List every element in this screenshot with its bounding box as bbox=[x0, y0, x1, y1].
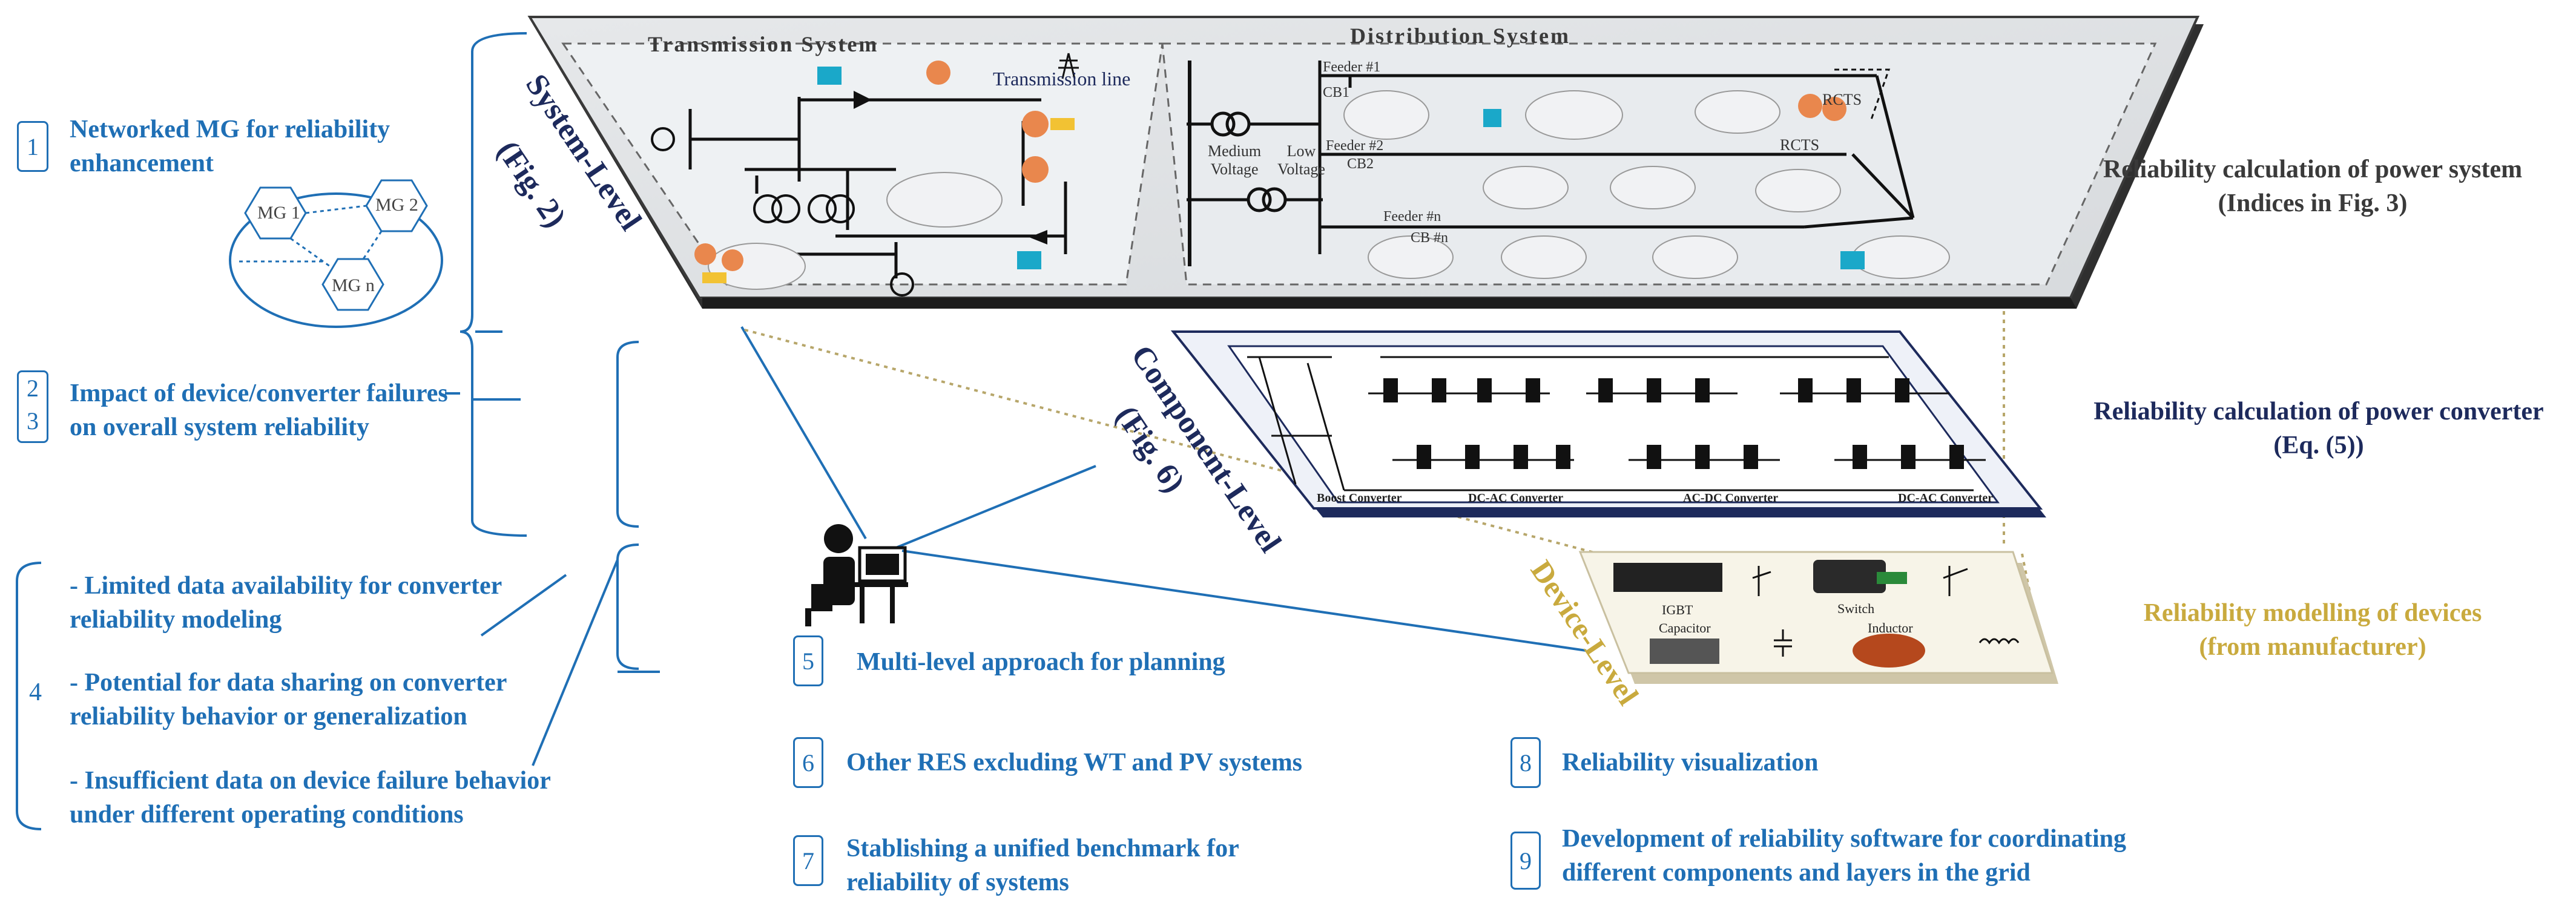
dcac-converter-label-1: DC-AC Converter bbox=[1468, 491, 1564, 505]
cbn-label: CB #n bbox=[1411, 230, 1449, 246]
number-4: 4 bbox=[29, 678, 42, 706]
number-box-8: 8 bbox=[1510, 737, 1541, 788]
feeder-2-label: Feeder #2 bbox=[1326, 138, 1384, 154]
item4-bullet-3: - Insufficient data on device failure be… bbox=[70, 767, 551, 829]
item9-text: Development of reliability software for … bbox=[1562, 825, 2127, 887]
mgn-label: MG n bbox=[332, 275, 375, 295]
transmission-network bbox=[688, 97, 1067, 278]
transmission-system-title: Transmission System bbox=[648, 32, 879, 56]
system-reliability-label: Reliability calculation of power system(… bbox=[2103, 156, 2523, 217]
component-reliability-label: Reliability calculation of power convert… bbox=[2093, 398, 2544, 459]
cb1-label: CB1 bbox=[1323, 85, 1350, 100]
number-box-5: 5 bbox=[793, 635, 823, 686]
generator-icon bbox=[651, 127, 675, 151]
capacitor-image bbox=[1650, 638, 1719, 664]
capacitor-label: Capacitor bbox=[1659, 620, 1711, 635]
tower-icon bbox=[1058, 53, 1079, 79]
igbt-label: IGBT bbox=[1662, 602, 1693, 617]
feeder-1-label: Feeder #1 bbox=[1323, 59, 1381, 75]
bracket-item4 bbox=[16, 562, 42, 830]
transmission-line-label: Transmission line bbox=[993, 68, 1131, 90]
mg2-label: MG 2 bbox=[375, 195, 418, 215]
number-box-1: 1 bbox=[17, 121, 48, 172]
igbt-image bbox=[1613, 563, 1722, 592]
distribution-system-title: Distribution System bbox=[1350, 24, 1571, 48]
number-box-9: 9 bbox=[1510, 832, 1541, 890]
left-brackets bbox=[16, 32, 660, 830]
switch-image bbox=[1813, 560, 1886, 593]
microgrid-clouds bbox=[694, 61, 1950, 290]
system-level-panel bbox=[527, 16, 2204, 309]
cb2-label: CB2 bbox=[1347, 156, 1374, 172]
mg-inset bbox=[229, 179, 443, 328]
engineer-icon bbox=[805, 524, 908, 626]
device-level-panel bbox=[1578, 551, 2058, 684]
dcac-converter-label-2: DC-AC Converter bbox=[1898, 491, 1994, 505]
feeder-n-label: Feeder #n bbox=[1383, 209, 1441, 225]
item4-bullet-1: - Limited data availability for converte… bbox=[70, 572, 502, 634]
item8-text: Reliability visualization bbox=[1562, 749, 1819, 776]
mg1-label: MG 1 bbox=[257, 203, 300, 223]
rcts-label-1: RCTS bbox=[1822, 91, 1862, 108]
number-box-6: 6 bbox=[793, 737, 823, 788]
item5-text: Multi-level approach for planning bbox=[857, 648, 1225, 676]
distribution-network bbox=[1187, 61, 1915, 254]
inductor-image bbox=[1853, 634, 1925, 668]
transformer-icon bbox=[753, 194, 782, 223]
device-reliability-label: Reliability modelling of devices(from ma… bbox=[2143, 599, 2482, 661]
left-big-bracket bbox=[460, 32, 527, 537]
rcts-label-2: RCTS bbox=[1780, 136, 1820, 154]
arrow-icon bbox=[854, 91, 872, 109]
generator-icon-2 bbox=[890, 272, 914, 297]
acdc-converter-label: AC-DC Converter bbox=[1683, 491, 1779, 505]
igbt-symbols bbox=[1383, 378, 1964, 469]
boost-converter-label: Boost Converter bbox=[1317, 491, 1402, 505]
item4-bullet-2: - Potential for data sharing on converte… bbox=[70, 669, 507, 730]
item1-text: Networked MG for reliability enhancement bbox=[70, 116, 390, 177]
inductor-label: Inductor bbox=[1868, 620, 1913, 635]
inner-bracket-top bbox=[616, 341, 639, 528]
switch-label: Switch bbox=[1837, 601, 1875, 616]
component-level-panel bbox=[1170, 330, 2046, 517]
transmission-subpanel bbox=[561, 42, 1164, 286]
item23-text: Impact of device/converter failures on o… bbox=[70, 379, 448, 441]
connector-lines bbox=[445, 326, 1587, 766]
number-box-7: 7 bbox=[793, 835, 823, 886]
inner-bracket-bottom bbox=[616, 543, 639, 670]
item6-text: Other RES excluding WT and PV systems bbox=[846, 749, 1303, 776]
number-box-2-3: 2 3 bbox=[17, 370, 48, 443]
mgn-hex bbox=[321, 258, 384, 311]
